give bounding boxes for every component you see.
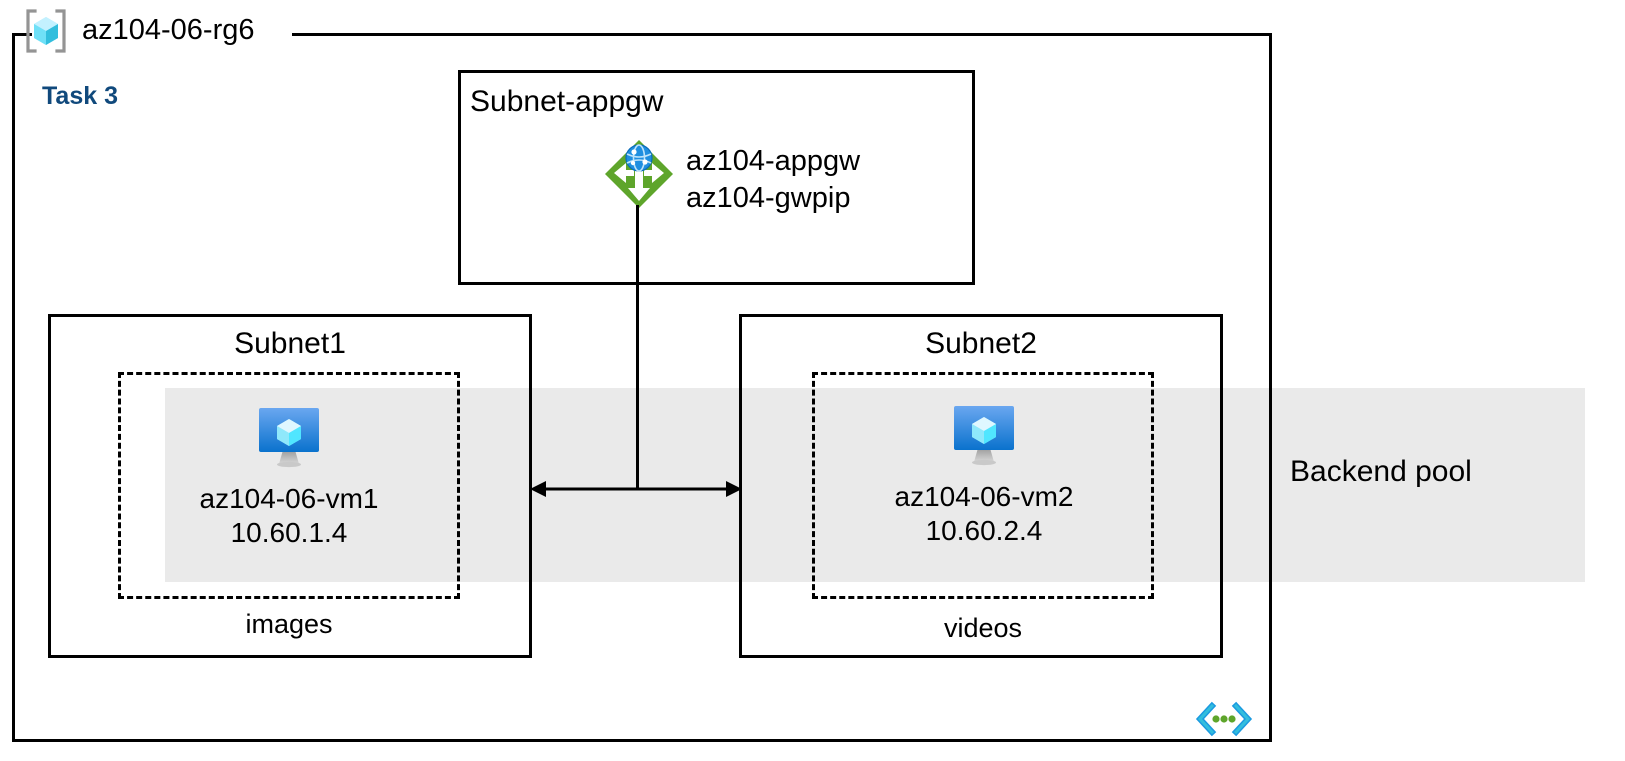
backend-pool-label: Backend pool: [1290, 455, 1472, 488]
subnet2-nsg-label: videos: [943, 613, 1023, 643]
vm2-block: az104-06-vm2 10.60.2.4: [855, 398, 1113, 548]
application-gateway-labels: az104-appgw az104-gwpip: [686, 143, 860, 217]
resource-group-border-right: [1269, 33, 1272, 742]
application-gateway-icon: [601, 136, 677, 212]
resource-group-border-top-right: [292, 33, 1272, 36]
resource-group-border-bottom: [12, 739, 1272, 742]
vm1-block: az104-06-vm1 10.60.1.4: [160, 400, 418, 550]
task-label: Task 3: [42, 82, 118, 110]
subnet2-box: [739, 314, 1223, 658]
subnet2-title: Subnet2: [925, 327, 1037, 360]
subnet-connector-arrow: [528, 472, 744, 506]
subnet2-nsg-dashed-box: [812, 372, 1154, 599]
subnet1-nsg-label: images: [245, 609, 333, 639]
vm1-ip: 10.60.1.4: [230, 517, 348, 548]
virtual-machine-icon: [948, 398, 1020, 470]
appgw-public-ip-name: az104-gwpip: [686, 182, 851, 214]
vm2-ip: 10.60.2.4: [925, 515, 1043, 546]
subnet-appgw-box: [458, 70, 975, 285]
vm2-name: az104-06-vm2: [894, 481, 1074, 512]
resource-group-cube-icon: [22, 7, 70, 55]
resource-group-border-top-left-stub: [12, 33, 32, 36]
gateway-vertical-connector: [636, 205, 639, 489]
backend-pool-band: [165, 388, 1585, 582]
subnet1-box: [48, 314, 532, 658]
resource-group-name: az104-06-rg6: [82, 14, 255, 46]
subnet1-title: Subnet1: [234, 327, 346, 360]
subnet1-nsg-dashed-box: [118, 372, 460, 599]
subnet-appgw-title: Subnet-appgw: [470, 85, 664, 118]
vm1-name: az104-06-vm1: [199, 483, 379, 514]
resource-group-border-left: [12, 33, 15, 742]
virtual-machine-icon: [253, 400, 325, 472]
code-brackets-icon: [1194, 694, 1254, 744]
appgw-name: az104-appgw: [686, 145, 861, 177]
